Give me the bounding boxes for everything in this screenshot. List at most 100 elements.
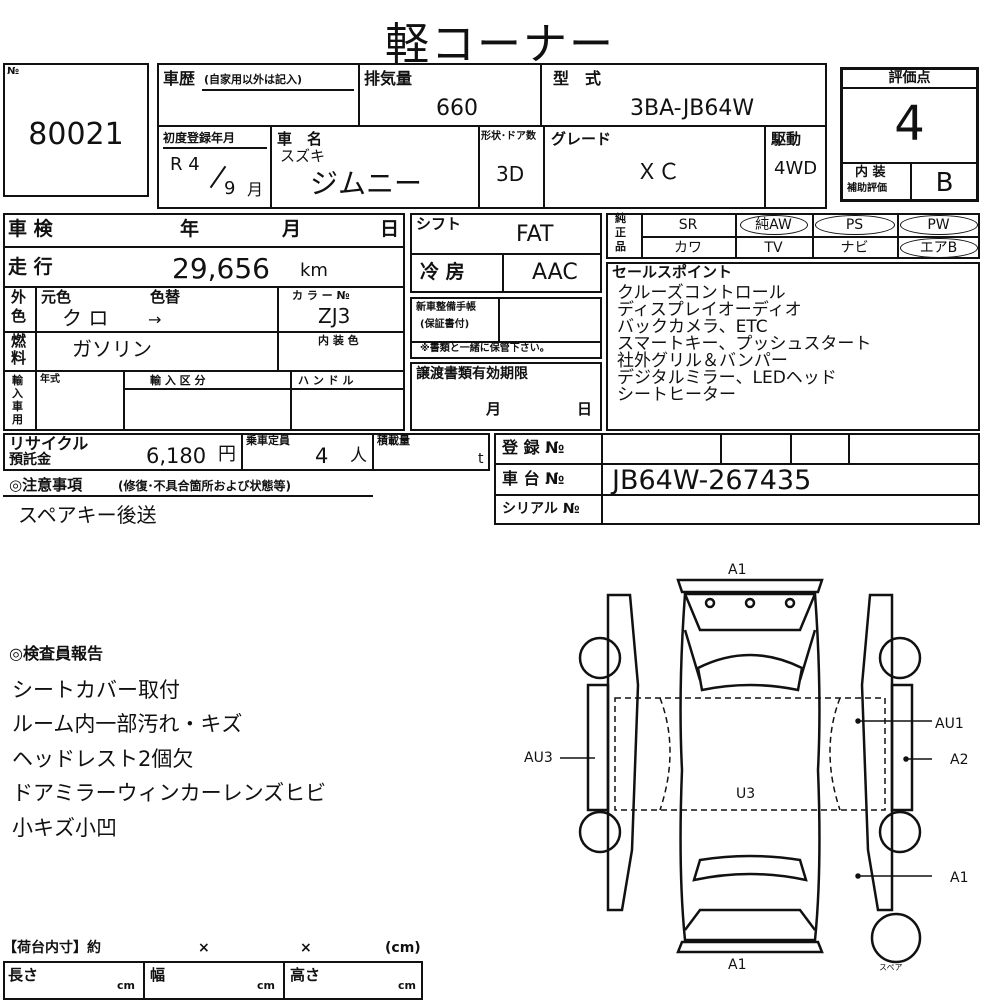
damage-mark-front: A1 bbox=[728, 562, 747, 578]
sales-point-item: ディスプレイオーディオ bbox=[617, 300, 802, 320]
load-unit: t bbox=[478, 451, 484, 467]
car-name-label: 車 名 bbox=[277, 130, 323, 148]
sales-point-item: 社外グリル＆バンパー bbox=[617, 351, 788, 371]
capacity-label: 乗車定員 bbox=[246, 434, 290, 447]
inspection-day-unit: 日 bbox=[380, 218, 400, 240]
inspector-report-label: ◎検査員報告 bbox=[9, 644, 103, 663]
vehicle-info-grid bbox=[3, 213, 405, 431]
inspection-year-unit: 年 bbox=[180, 218, 200, 240]
doors-label: 形状･ドア数 bbox=[481, 131, 536, 142]
option-ps: PS bbox=[845, 217, 864, 233]
damage-mark-rear: A1 bbox=[728, 957, 747, 973]
inspector-report-item: ドアミラーウィンカーレンズヒビ bbox=[12, 781, 327, 805]
option-selected-aw bbox=[740, 215, 808, 235]
spare-tire-label: スペア bbox=[879, 963, 903, 972]
car-damage-diagram bbox=[560, 578, 932, 964]
damage-mark-right-1: AU1 bbox=[935, 716, 964, 732]
cargo-length-label: 長さ bbox=[8, 966, 39, 984]
score-value: 4 bbox=[894, 96, 925, 152]
chassis-label: 車 台 № bbox=[502, 469, 565, 488]
maintenance-note: ※書類と一緒に保管下さい。 bbox=[420, 343, 550, 354]
model-value: 3BA-JB64W bbox=[630, 96, 755, 121]
import-year-label: 年式 bbox=[40, 374, 60, 385]
inspector-report-item: ヘッドレスト2個欠 bbox=[12, 747, 194, 771]
displacement-label: 排気量 bbox=[364, 69, 413, 88]
ext-color-side-2: 色 bbox=[11, 307, 27, 325]
car-name-value: ジムニー bbox=[310, 167, 423, 200]
sales-point-item: シートヒーター bbox=[617, 385, 736, 405]
grade-label: グレード bbox=[551, 130, 612, 148]
recycle-label-2: 預託金 bbox=[9, 452, 51, 468]
damage-mark-right-3: A1 bbox=[950, 870, 969, 886]
history-label: 車歴 bbox=[163, 69, 196, 88]
option-pw: PW bbox=[927, 217, 950, 233]
color-change-arrow: → bbox=[148, 310, 162, 329]
shift-value: FAT bbox=[516, 222, 554, 247]
first-registration-month: 9 bbox=[224, 178, 236, 199]
transfer-docs-label: 譲渡書類有効期限 bbox=[416, 366, 528, 382]
recycle-label-1: リサイクル bbox=[9, 434, 89, 453]
cargo-grid bbox=[3, 961, 423, 1000]
options-side-3: 品 bbox=[615, 240, 626, 253]
interior-aux-label-1: 内 装 bbox=[855, 165, 886, 180]
cargo-label: 【荷台内寸】約 bbox=[3, 940, 101, 956]
import-side-4: 用 bbox=[12, 413, 23, 426]
transfer-month-unit: 月 bbox=[486, 400, 502, 418]
cargo-times-1: × bbox=[198, 940, 210, 956]
option-selected-ps bbox=[815, 215, 895, 235]
color-number-label: カ ラ ー № bbox=[292, 289, 350, 302]
options-side-1: 純 bbox=[615, 212, 626, 225]
transfer-docs-box bbox=[410, 362, 602, 431]
import-side-2: 入 bbox=[12, 387, 23, 400]
sales-point-item: クルーズコントロール bbox=[617, 283, 786, 303]
fuel-side-1: 燃 bbox=[11, 332, 27, 350]
transfer-day-unit: 日 bbox=[577, 400, 593, 418]
import-handle-label: ハ ン ド ル bbox=[298, 374, 354, 387]
option-sr: SR bbox=[678, 217, 698, 233]
cargo-height-unit: cm bbox=[398, 979, 416, 992]
drive-value: 4WD bbox=[774, 158, 818, 179]
capacity-unit: 人 bbox=[350, 446, 367, 466]
mileage-label: 走 行 bbox=[8, 256, 53, 278]
cargo-width-unit: cm bbox=[257, 979, 275, 992]
capacity-value: 4 bbox=[315, 444, 329, 468]
chassis-value: JB64W-267435 bbox=[612, 465, 812, 496]
sales-point-item: デジタルミラー、LEDヘッド bbox=[617, 368, 837, 388]
car-maker: スズキ bbox=[280, 147, 326, 165]
shift-label: シフト bbox=[416, 215, 462, 233]
sales-points-box bbox=[606, 262, 980, 431]
drive-label: 駆動 bbox=[771, 130, 802, 148]
interior-aux-label-2: 補助評価 bbox=[847, 183, 887, 194]
fuel-value: ガソリン bbox=[72, 337, 152, 361]
inspection-label: 車 検 bbox=[8, 218, 53, 240]
options-side-2: 正 bbox=[615, 226, 626, 239]
registration-grid bbox=[494, 433, 980, 525]
recycle-value: 6,180 bbox=[146, 444, 207, 468]
option-selected-pw bbox=[900, 215, 978, 235]
recycle-row bbox=[3, 433, 490, 471]
import-side-3: 車 bbox=[12, 400, 23, 413]
sales-point-item: スマートキー、プッシュスタート bbox=[617, 334, 872, 354]
sales-points-label: セールスポイント bbox=[612, 263, 733, 281]
import-class-label: 輸 入 区 分 bbox=[150, 374, 206, 387]
damage-mark-left: AU3 bbox=[524, 750, 553, 766]
color-number-value: ZJ3 bbox=[318, 304, 351, 328]
score-label: 評価点 bbox=[888, 70, 931, 86]
notes-label: ◎注意事項 bbox=[9, 476, 83, 494]
recycle-unit: 円 bbox=[218, 444, 236, 465]
mileage-unit: km bbox=[300, 260, 328, 281]
lot-number-label: № bbox=[7, 66, 20, 77]
interior-aux-value: B bbox=[935, 168, 954, 198]
mileage-value: 29,656 bbox=[172, 252, 270, 285]
option-aw: 純AW bbox=[755, 217, 792, 233]
spec-grid bbox=[157, 63, 827, 209]
cargo-width-label: 幅 bbox=[150, 966, 166, 984]
color-change-label: 色替 bbox=[150, 288, 181, 306]
option-tv: TV bbox=[764, 240, 783, 256]
cargo-times-2: × bbox=[300, 940, 312, 956]
grade-value: ＸＣ bbox=[636, 160, 681, 185]
inspector-report-item: シートカバー取付 bbox=[12, 678, 180, 702]
import-side-1: 輸 bbox=[12, 374, 23, 387]
history-note: (自家用以外は記入) bbox=[204, 73, 303, 86]
first-registration-era: R 4 bbox=[170, 154, 200, 175]
